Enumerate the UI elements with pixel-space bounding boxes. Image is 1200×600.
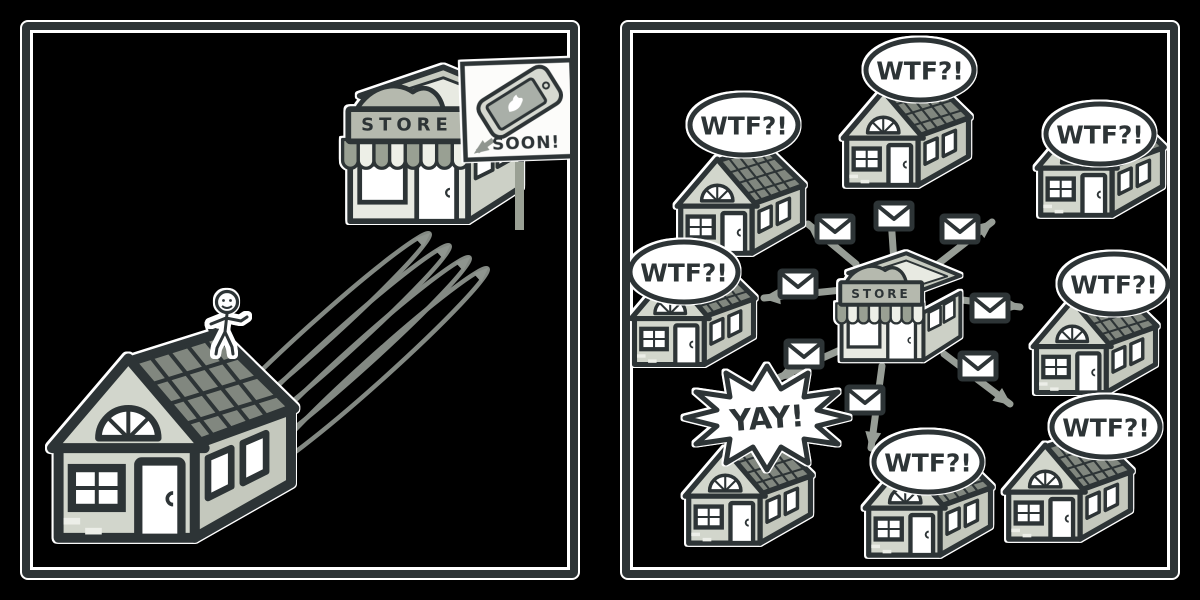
envelope-icon bbox=[786, 341, 822, 367]
bubble-label: WTF?! bbox=[876, 57, 964, 86]
envelope-icon bbox=[847, 387, 883, 413]
bubble-label: WTF?! bbox=[884, 449, 972, 478]
speech-bubble: WTF?! bbox=[1049, 394, 1163, 460]
house-icon bbox=[52, 324, 294, 538]
sign-post bbox=[515, 162, 524, 230]
smartphone-icon bbox=[476, 64, 563, 140]
soon-label: SOON! bbox=[492, 133, 561, 155]
envelope-icon bbox=[942, 216, 978, 242]
envelope-icon bbox=[960, 353, 996, 379]
bubble-label: WTF?! bbox=[700, 112, 788, 141]
bubble-label: WTF?! bbox=[1062, 414, 1150, 443]
envelope-icon bbox=[780, 271, 816, 297]
speech-bubble: WTF?! bbox=[1043, 101, 1157, 167]
right-panel: STORE WTF?! WTF?! WTF?! bbox=[622, 22, 1178, 578]
left-panel: STORE SOON! bbox=[22, 22, 578, 578]
burst-bubble: YAY! bbox=[682, 363, 852, 473]
speech-bubble: WTF?! bbox=[630, 239, 741, 305]
speech-bubble: WTF?! bbox=[687, 92, 801, 158]
bubble-label: YAY! bbox=[728, 399, 806, 439]
house-icon bbox=[677, 141, 804, 253]
envelope-icon bbox=[876, 203, 912, 229]
speech-bubble: WTF?! bbox=[1057, 251, 1170, 317]
bird-icon bbox=[508, 94, 523, 112]
bubble-label: WTF?! bbox=[1056, 121, 1144, 150]
bubble-label: WTF?! bbox=[640, 259, 728, 288]
envelope-icon bbox=[817, 216, 853, 242]
right-panel-art: STORE WTF?! WTF?! WTF?! bbox=[630, 37, 1170, 570]
store-sign-label: STORE bbox=[851, 287, 910, 301]
speech-bubble: WTF?! bbox=[871, 429, 985, 495]
store-sign-label: STORE bbox=[361, 115, 453, 136]
stick-person-icon bbox=[211, 292, 247, 355]
left-panel-art: STORE SOON! bbox=[30, 57, 570, 570]
speech-bubble: WTF?! bbox=[863, 37, 977, 103]
store-icon bbox=[834, 251, 963, 363]
bubble-label: WTF?! bbox=[1070, 271, 1158, 300]
envelope-icon bbox=[972, 295, 1008, 321]
coming-soon-sign: SOON! bbox=[460, 57, 570, 163]
